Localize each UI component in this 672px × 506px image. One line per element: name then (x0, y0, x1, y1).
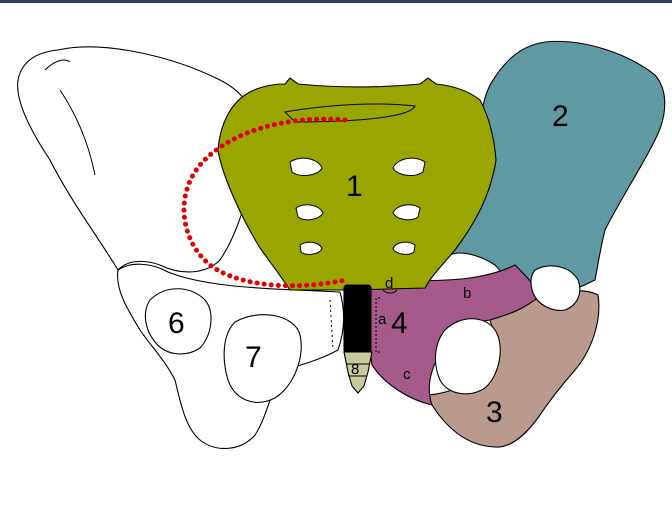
right-acetabulum (530, 265, 581, 311)
sacrum (217, 77, 497, 291)
label-1: 1 (346, 170, 363, 203)
left-hip-bone (17, 46, 345, 449)
label-d: d (385, 275, 393, 292)
left-obturator-foramen-7 (223, 314, 302, 403)
sacral-promontory-line (283, 103, 416, 123)
label-7: 7 (245, 341, 262, 374)
sacral-foramen-right-2 (392, 204, 421, 221)
left-acetabulum-6 (144, 288, 212, 355)
right-pubis (368, 264, 541, 406)
red-dotted-line (181, 116, 348, 289)
label-8: 8 (351, 361, 359, 378)
label-5: 5 (349, 302, 363, 332)
sacral-foramen-right-3 (392, 241, 416, 255)
left-iliac-crest-detail (44, 59, 96, 176)
sacral-foramen-right-1 (392, 157, 426, 176)
left-ilium-outline (17, 46, 257, 273)
label-4: 4 (391, 307, 408, 340)
window-top-strip (0, 0, 672, 3)
sacral-foramen-left-2 (295, 204, 324, 221)
label-c: c (403, 366, 411, 383)
bracket-a (375, 297, 380, 353)
left-pubis-dots (329, 299, 334, 351)
right-obturator-foramen (434, 318, 501, 395)
label-a: a (378, 311, 387, 328)
coccyx-segments (346, 363, 370, 377)
coccyx (343, 351, 373, 394)
sacral-foramen-left-3 (299, 241, 323, 255)
sacral-foramen-left-1 (289, 157, 323, 176)
label-6: 6 (168, 307, 185, 340)
label-3: 3 (486, 396, 503, 429)
label-2: 2 (552, 100, 569, 133)
label-b: b (463, 285, 471, 302)
bracket-d (382, 289, 398, 294)
